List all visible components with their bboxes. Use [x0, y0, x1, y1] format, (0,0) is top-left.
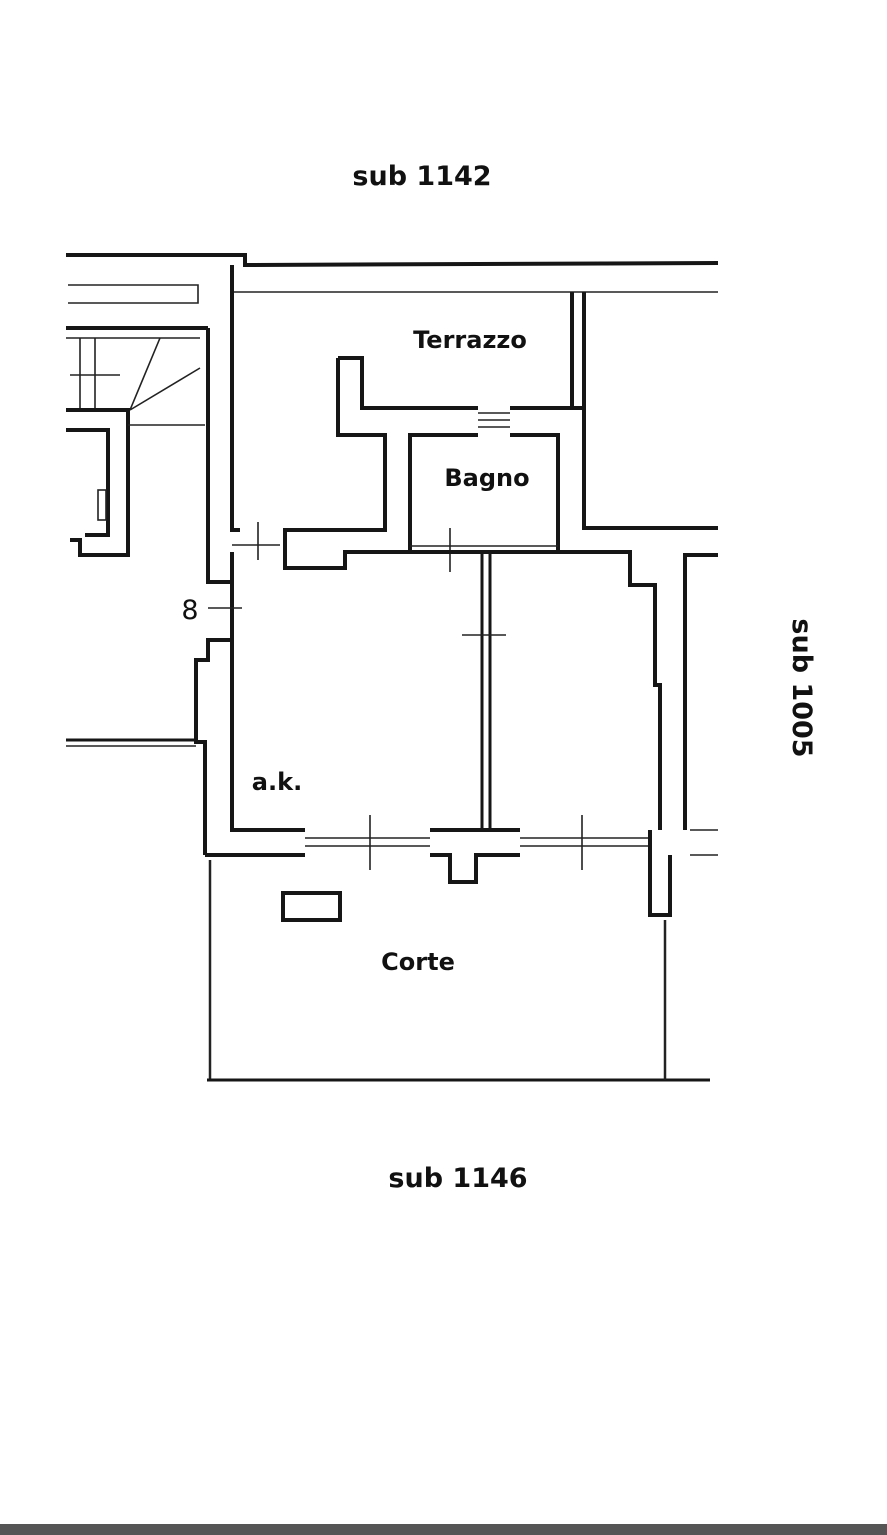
- entrance-number: 8: [181, 595, 198, 626]
- entrance-walls: [194, 328, 280, 855]
- room-label-terrace: Terrazzo: [413, 326, 527, 354]
- room-label-main: a.k.: [252, 768, 302, 796]
- staircase: [66, 326, 208, 747]
- courtyard-walls: [207, 860, 710, 1082]
- room-label-courtyard: Corte: [381, 948, 455, 976]
- room-label-bathroom: Bagno: [444, 464, 529, 492]
- outer-boundary-walls: [66, 253, 719, 532]
- bathroom-walls: [408, 433, 560, 572]
- neighbor-label-bottom: sub 1146: [388, 1163, 527, 1194]
- terrace-walls: [283, 292, 718, 570]
- courtyard-planter: [281, 891, 342, 922]
- neighbor-label-right: sub 1005: [786, 618, 817, 757]
- bottom-bar: [0, 1524, 887, 1535]
- main-room-walls: [205, 550, 718, 917]
- neighbor-label-top: sub 1142: [352, 161, 491, 192]
